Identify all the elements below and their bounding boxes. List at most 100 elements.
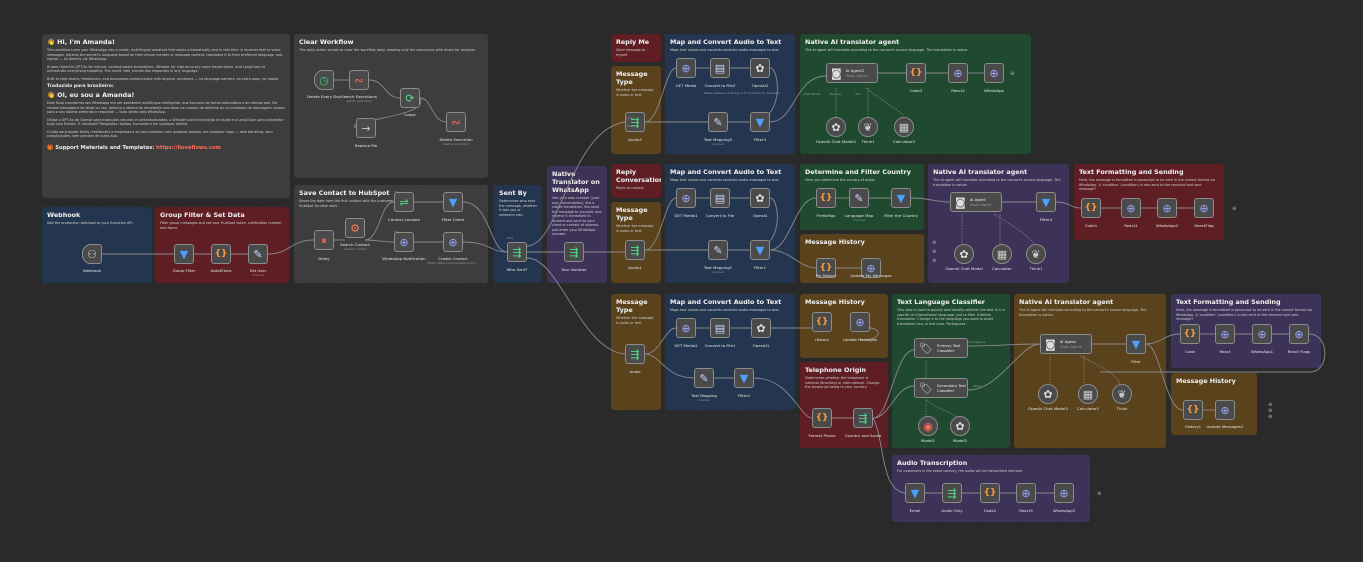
get-media1-node[interactable]: ⊕ — [676, 188, 696, 208]
convert-file2-node[interactable]: ▤ — [710, 58, 730, 78]
think1-node[interactable]: ❦ — [858, 117, 878, 137]
group-filter-node[interactable]: ▼ — [174, 244, 194, 264]
react1-node[interactable]: ⊕ — [1121, 198, 1141, 218]
your-number-node[interactable]: ⇶ — [564, 242, 584, 262]
filter3-node[interactable]: ▼ — [750, 112, 770, 132]
audio1-node[interactable]: ⇶ — [625, 240, 645, 260]
openai-model2-node[interactable]: ✿ — [826, 117, 846, 137]
filter2-node[interactable]: ▼ — [734, 368, 754, 388]
add-node-handle[interactable]: ⊕ — [1268, 402, 1273, 408]
get-media2-node[interactable]: ⊕ — [676, 318, 696, 338]
code-node[interactable]: {} — [1180, 324, 1200, 344]
think-a-node[interactable]: ❦ — [1026, 244, 1046, 264]
note-intro[interactable]: 👋 Hi, I'm Amanda! This workflow turns yo… — [42, 34, 290, 198]
react-flags-node[interactable]: ⊕ — [1289, 324, 1309, 344]
audio-only-node[interactable]: ⇶ — [942, 483, 962, 503]
data-hora-node[interactable]: {} — [211, 244, 231, 264]
update-messages-node[interactable]: ⊕ — [850, 312, 870, 332]
search-executions-node[interactable]: ∾ — [349, 70, 369, 90]
model1-node[interactable]: ◉ — [918, 416, 938, 436]
openai-model3-node[interactable]: ✿ — [1038, 384, 1058, 404]
secondary-classifier-node[interactable]: 🏷Secondary Text Classifier — [914, 378, 968, 398]
language-map-node[interactable]: ✎ — [849, 188, 869, 208]
openai1-node[interactable]: ✿ — [751, 318, 771, 338]
replace-me-node[interactable]: → — [356, 118, 376, 138]
filter2-label: Filter2 — [737, 393, 751, 398]
support-link[interactable]: https://iloveflows.com — [156, 144, 221, 151]
add-node-handle[interactable]: ⊕ — [1232, 206, 1237, 212]
calculator-node[interactable]: ▦ — [992, 244, 1012, 264]
contact-located-node[interactable]: ⇌ — [394, 192, 414, 212]
code3-node[interactable]: {} — [906, 63, 926, 83]
code1-node[interactable]: {} — [1081, 198, 1101, 218]
add-node-handle[interactable]: ⊕ — [1010, 71, 1015, 77]
text-mapping1-node[interactable]: ✎ — [708, 240, 728, 260]
note-title: Message Type — [616, 70, 648, 86]
whatsapp3-node[interactable]: ⊕ — [1054, 483, 1074, 503]
audio3-node[interactable]: ⇶ — [625, 112, 645, 132]
note-agent-3[interactable]: Native AI translator agent The AI agent … — [1014, 294, 1166, 448]
filter1-node[interactable]: ▼ — [750, 240, 770, 260]
whatsapp-node[interactable]: ⊕ — [984, 63, 1004, 83]
filter4-node[interactable]: ▼ — [1036, 192, 1056, 212]
note-reply-me[interactable]: Reply Me Send message to myself — [611, 34, 661, 62]
set-user-node[interactable]: ✎ — [248, 244, 268, 264]
note-clear-workflow[interactable]: Clear Workflow This daily action serves … — [294, 34, 488, 178]
history1-node[interactable]: {} — [1183, 400, 1203, 420]
filter-client-node[interactable]: ▼ — [443, 192, 463, 212]
search-contact-node[interactable]: ⚙ — [345, 218, 365, 238]
add-node-handle[interactable]: ⊕ — [1268, 408, 1273, 414]
react2-node[interactable]: ⊕ — [948, 63, 968, 83]
code2-node[interactable]: {} — [980, 483, 1000, 503]
email-node[interactable]: ▼ — [905, 483, 925, 503]
whatsapp1-node[interactable]: ⊕ — [1252, 324, 1272, 344]
openai-model-node[interactable]: ✿ — [954, 244, 974, 264]
convert-file-node[interactable]: ▤ — [710, 188, 730, 208]
add-node-handle[interactable]: ⊕ — [932, 258, 937, 264]
whatsapp2-node[interactable]: ⊕ — [1157, 198, 1177, 218]
openai-node[interactable]: ✿ — [750, 188, 770, 208]
add-node-handle[interactable]: ⊕ — [1268, 414, 1273, 420]
loops-node[interactable]: ⟳ — [400, 88, 420, 108]
think-b-node[interactable]: ❦ — [1112, 384, 1132, 404]
webhook-node[interactable]: ⚇ — [82, 244, 102, 264]
update-messages1-node[interactable]: ⊕ — [1215, 400, 1235, 420]
my-history-node[interactable]: {} — [816, 258, 836, 278]
filter-country-node[interactable]: ▼ — [891, 188, 911, 208]
audio-node[interactable]: ⇶ — [625, 344, 645, 364]
prefixmap-node[interactable]: {} — [816, 188, 836, 208]
react-node[interactable]: ⊕ — [1215, 324, 1235, 344]
delay-node[interactable]: ⏸ — [314, 230, 334, 250]
switch-icon: ⇶ — [630, 115, 640, 129]
primary-classifier-node[interactable]: 🏷Primary Text Classifier — [914, 338, 968, 358]
text-mapping3-node[interactable]: ✎ — [708, 112, 728, 132]
filter-node[interactable]: ▼ — [1126, 334, 1146, 354]
update-my-messages-node[interactable]: ⊕ — [861, 258, 881, 278]
who-sent-node[interactable]: ⇶ — [507, 242, 527, 262]
note-native-translator[interactable]: Native Translator on WhatsApp Use your o… — [547, 166, 607, 283]
react-flag-node[interactable]: ⊕ — [1194, 198, 1214, 218]
history-node[interactable]: {} — [812, 312, 832, 332]
add-node-handle[interactable]: ⊕ — [932, 240, 937, 246]
react3-node[interactable]: ⊕ — [1016, 483, 1036, 503]
add-node-handle[interactable]: ⊕ — [1097, 491, 1102, 497]
model2-node[interactable]: ✿ — [950, 416, 970, 436]
create-contact-node[interactable]: ⊕ — [443, 232, 463, 252]
calculator1-node[interactable]: ▦ — [1078, 384, 1098, 404]
text-mapping-node[interactable]: ✎ — [694, 368, 714, 388]
get-media-node[interactable]: ⊕ — [676, 58, 696, 78]
country-audio-node[interactable]: ⇶ — [853, 408, 873, 428]
delete-every-day-node[interactable]: ◷ — [314, 70, 334, 90]
add-node-handle[interactable]: ⊕ — [932, 249, 937, 255]
openai2-node[interactable]: ✿ — [750, 58, 770, 78]
calculator2-node[interactable]: ▦ — [894, 117, 914, 137]
format-phone-node[interactable]: {} — [812, 408, 832, 428]
convert-file1-node[interactable]: ▤ — [710, 318, 730, 338]
note-reply-conversation[interactable]: Reply Conversation Reply to contact — [611, 164, 661, 198]
delete-execution-node[interactable]: ∾ — [446, 112, 466, 132]
whatsapp-notification-node[interactable]: ⊕ — [394, 232, 414, 252]
